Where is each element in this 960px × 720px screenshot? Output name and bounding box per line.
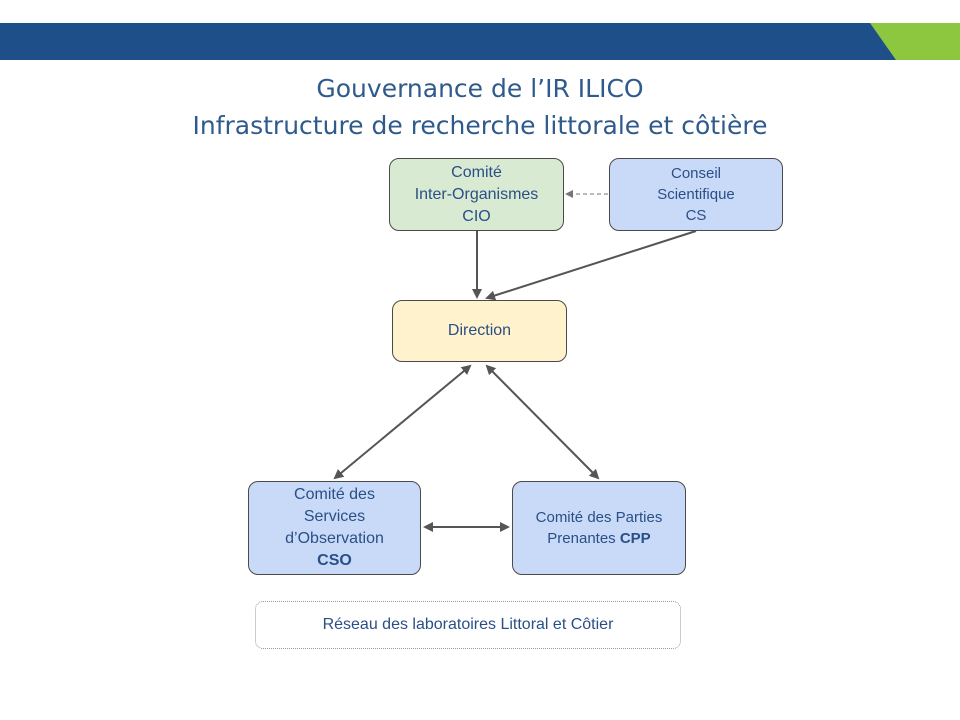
header-banner bbox=[0, 23, 960, 60]
node-cso-line2: Services bbox=[303, 508, 366, 525]
node-direction-label: Direction bbox=[447, 322, 512, 339]
node-cpp-line2-bold: CPP bbox=[619, 530, 651, 547]
node-cs-line2: Scientifique bbox=[657, 186, 735, 203]
node-direction: Direction bbox=[392, 300, 567, 362]
node-cso-line3: d’Observation bbox=[285, 530, 384, 547]
node-cpp-line1: Comité des Parties bbox=[535, 509, 663, 526]
node-cs: Conseil Scientifique CS bbox=[609, 158, 783, 231]
node-cs-line1: Conseil bbox=[670, 165, 722, 182]
banner-green-accent bbox=[870, 23, 960, 60]
slide-title: Gouvernance de l’IR ILICO bbox=[316, 74, 644, 103]
arrow-cs-to-direction bbox=[485, 230, 697, 301]
node-cso-line1: Comité des bbox=[294, 486, 375, 503]
arrow-direction-cso bbox=[333, 364, 472, 480]
arrow-direction-cpp bbox=[485, 364, 600, 480]
node-reseau: Réseau des laboratoires Littoral et Côti… bbox=[255, 601, 681, 649]
node-cpp: Comité des Parties Prenantes CPP bbox=[512, 481, 686, 575]
node-cs-line3: CS bbox=[685, 207, 707, 224]
node-reseau-label: Réseau des laboratoires Littoral et Côti… bbox=[322, 616, 614, 633]
node-cpp-line2: Prenantes CPP bbox=[547, 528, 650, 549]
node-cio-line1: Comité bbox=[451, 163, 502, 181]
node-cso-line4: CSO bbox=[317, 552, 352, 569]
node-cio-line2: Inter-Organismes bbox=[414, 185, 539, 203]
node-cso: Comité des Services d’Observation CSO bbox=[248, 481, 421, 575]
banner-blue-stripe bbox=[0, 23, 960, 60]
node-cio: Comité Inter-Organismes CIO bbox=[389, 158, 564, 231]
slide-subtitle: Infrastructure de recherche littorale et… bbox=[192, 111, 768, 140]
node-cio-line3: CIO bbox=[462, 207, 491, 225]
node-cpp-line2-text: Prenantes bbox=[547, 530, 620, 547]
